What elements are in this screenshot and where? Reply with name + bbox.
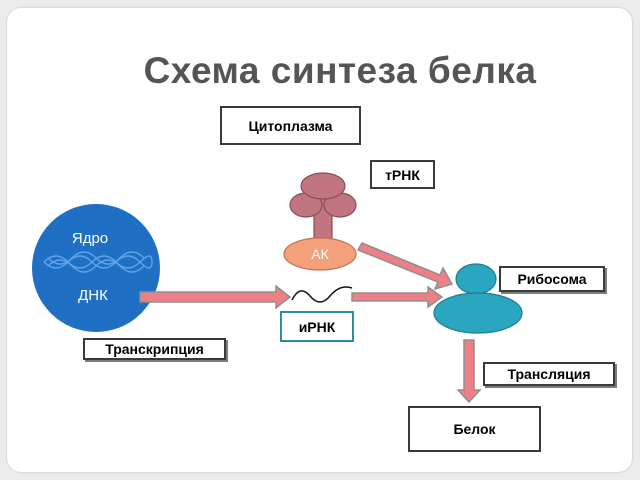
mrna-to-ribosome-arrow (351, 285, 444, 309)
mrna-box: иРНК (280, 311, 354, 342)
nucleus-circle (32, 204, 160, 332)
ribosome-box: Рибосома (499, 266, 605, 292)
ribosome-small-subunit (455, 263, 497, 295)
nucleus-label: Ядро (72, 230, 108, 247)
cytoplasm-label: Цитоплазма (248, 117, 333, 134)
translation-label: Трансляция (507, 366, 591, 382)
trna-molecule (289, 172, 357, 242)
dna-label: ДНК (78, 287, 108, 304)
ribosome-large-subunit (433, 292, 523, 334)
ribosome-label: Рибосома (517, 271, 587, 287)
amino-acid-label: АК (311, 246, 329, 262)
transcription-label: Транскрипция (105, 341, 204, 357)
trna-top-lobe (300, 172, 346, 200)
mrna-strand (291, 286, 353, 303)
slide-title: Схема синтеза белка (143, 50, 537, 91)
ribosome (433, 263, 523, 334)
trna-box: тРНК (370, 160, 435, 189)
protein-label: Белок (453, 421, 496, 437)
amino-acid-ellipse (283, 237, 357, 271)
dna-helix-icon (43, 251, 153, 273)
trna-label: тРНК (385, 166, 420, 183)
trna-to-ribosome-arrow (356, 242, 454, 291)
cytoplasm-box: Цитоплазма (220, 106, 361, 145)
transcription-box: Транскрипция (83, 338, 226, 360)
translation-box: Трансляция (483, 362, 615, 386)
amino-acid: АК (283, 237, 357, 271)
mrna-label: иРНК (298, 318, 336, 335)
protein-box: Белок (408, 406, 541, 452)
transcription-arrow (139, 284, 292, 310)
translation-arrow (456, 339, 482, 404)
nucleus: Ядро ДНК (32, 204, 160, 332)
